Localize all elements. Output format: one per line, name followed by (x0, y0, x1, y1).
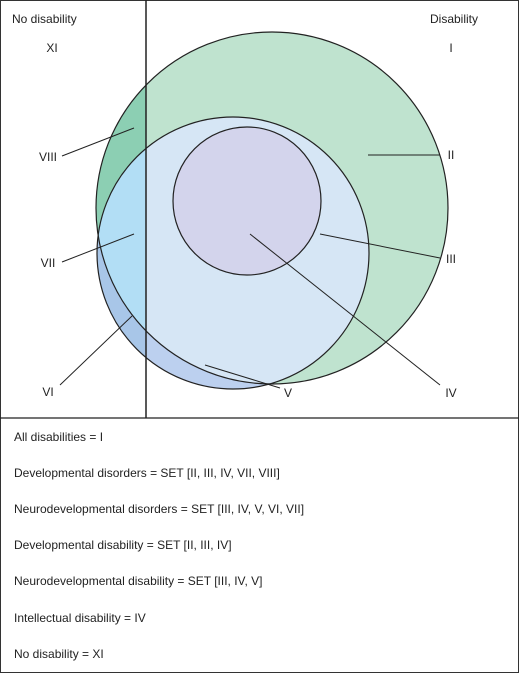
developmental-disorders-circle (95, 31, 449, 385)
legend-line-neurodevelopmental-disability: Neurodevelopmental disability = SET [III… (14, 574, 263, 588)
disability-heading: Disability (430, 12, 478, 26)
legend-line-neurodevelopmental-disorders: Neurodevelopmental disorders = SET [III,… (14, 502, 305, 516)
region-label-XI: XI (46, 41, 57, 55)
region-label-IV: IV (445, 386, 456, 400)
legend-line-all-disabilities: All disabilities = I (14, 430, 104, 444)
leader-line-VIII (61, 127, 135, 157)
region-label-VI: VI (42, 385, 53, 399)
neurodevelopmental-disorders-circle (96, 116, 370, 390)
legend-line-developmental-disability: Developmental disability = SET [II, III,… (14, 538, 232, 552)
intellectual-disability-circle (172, 126, 322, 276)
leader-line-VII (61, 233, 135, 263)
legend-line-no-disability: No disability = XI (14, 647, 104, 661)
region-label-VII: VII (41, 256, 56, 270)
region-label-V: V (284, 386, 292, 400)
leader-line-IV (249, 233, 441, 386)
region-label-VIII: VIII (39, 150, 57, 164)
region-label-II: II (448, 148, 455, 162)
no-disability-heading: No disability (12, 12, 77, 26)
legend-line-developmental-disorders: Developmental disorders = SET [II, III, … (14, 466, 280, 480)
leader-line-III (319, 233, 441, 259)
region-label-I: I (449, 41, 452, 55)
legend-line-intellectual-disability: Intellectual disability = IV (14, 611, 146, 625)
region-label-III: III (446, 252, 456, 266)
leader-line-VI (59, 315, 133, 386)
leader-line-V (204, 364, 281, 389)
